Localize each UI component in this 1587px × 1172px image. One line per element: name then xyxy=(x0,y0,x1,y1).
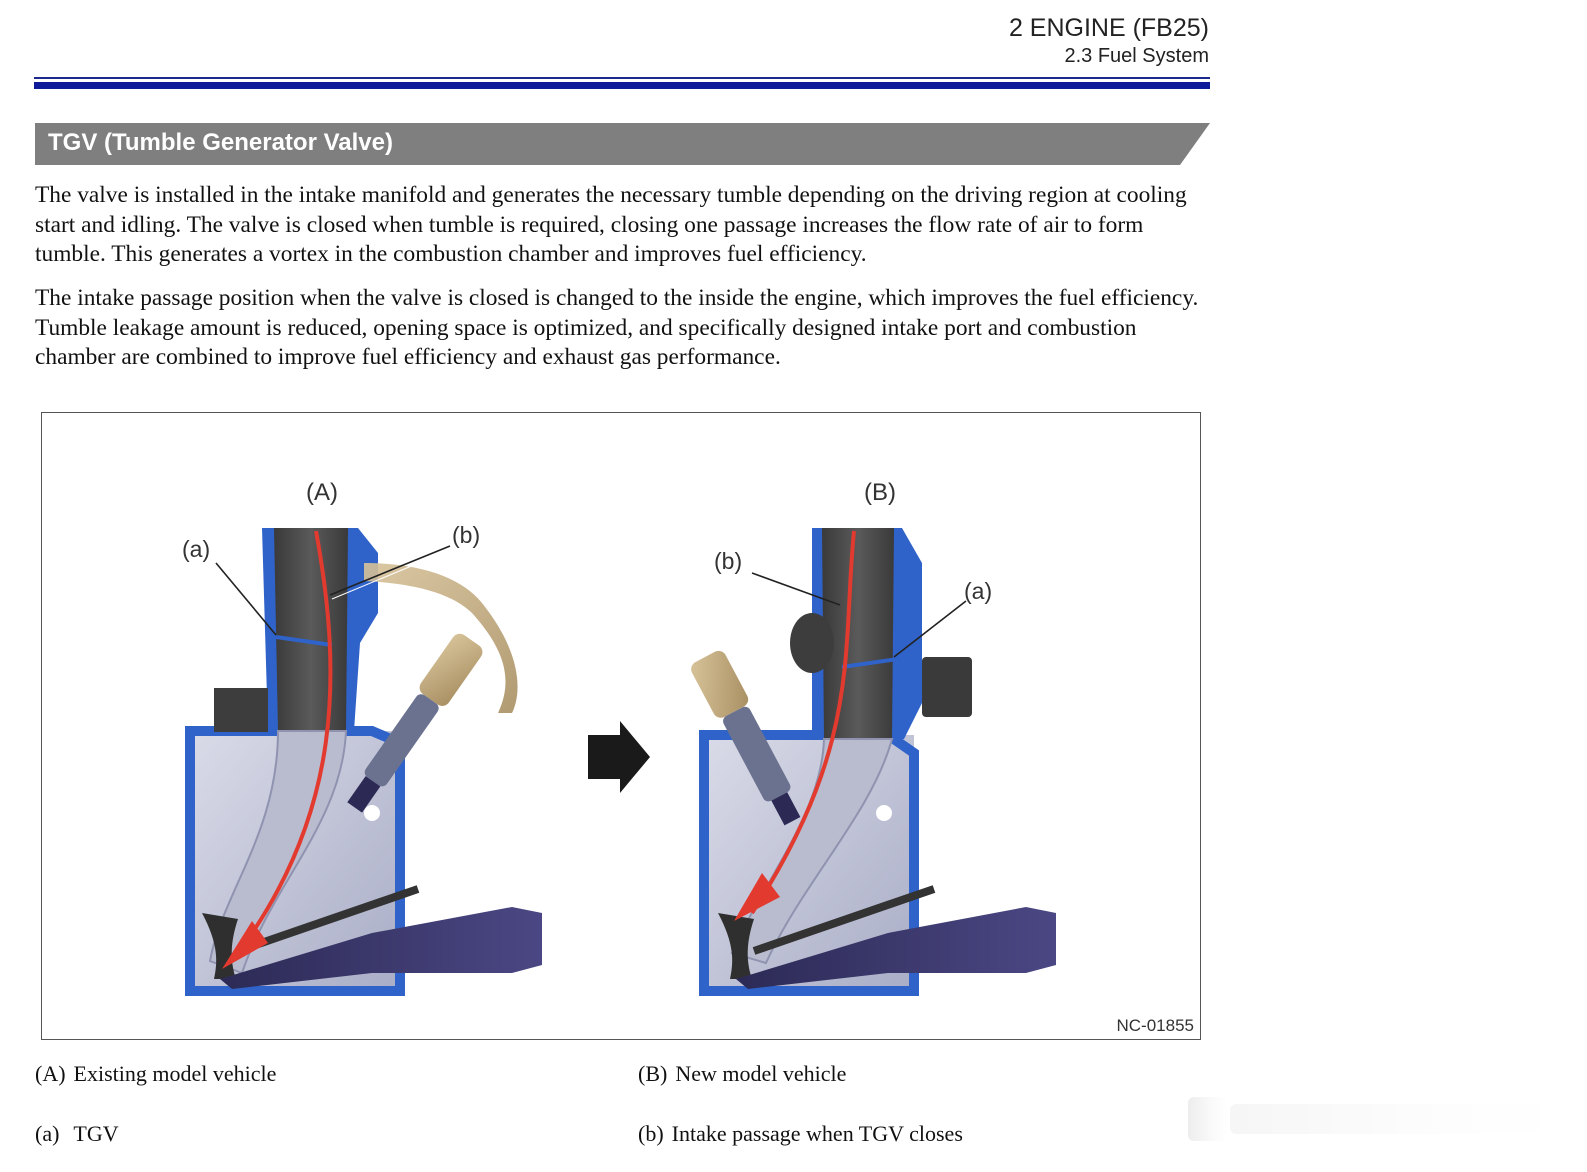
panel-a-callout-tgv: (a) xyxy=(182,536,211,562)
scan-artifact xyxy=(1188,1097,1228,1141)
chapter-title: 2 ENGINE (FB25) xyxy=(1008,14,1209,42)
transition-arrow xyxy=(588,721,650,793)
panel-b-callout-tgv: (a) xyxy=(964,578,993,604)
paragraph-2: The intake passage position when the val… xyxy=(35,285,1199,370)
legend-key: (B) xyxy=(638,1061,668,1086)
legend-item-b-upper: (B) New model vehicle xyxy=(638,1061,846,1087)
legend-key: (b) xyxy=(638,1121,664,1146)
legend-text: New model vehicle xyxy=(675,1061,847,1086)
paragraph-1: The valve is installed in the intake man… xyxy=(35,182,1187,267)
panel-b-label: (B) xyxy=(864,479,896,506)
scan-artifact xyxy=(1230,1104,1560,1134)
legend-text: Intake passage when TGV closes xyxy=(671,1121,963,1146)
legend-text: Existing model vehicle xyxy=(73,1061,277,1086)
panel-a-callout-passage: (b) xyxy=(452,522,481,548)
legend-item-b-lower: (b) Intake passage when TGV closes xyxy=(638,1121,963,1147)
engine-illustration xyxy=(185,528,1056,996)
section-banner: TGV (Tumble Generator Valve) xyxy=(35,123,1210,165)
panel-a-drawing xyxy=(185,528,542,996)
banner-shape xyxy=(35,123,1210,165)
legend-key: (A) xyxy=(35,1061,66,1086)
figure-code: NC-01855 xyxy=(1116,1016,1195,1035)
legend-text: TGV xyxy=(73,1121,119,1146)
legend-item-a-lower: (a) TGV xyxy=(35,1121,119,1147)
section-title: 2.3 Fuel System xyxy=(1064,45,1209,67)
legend-key: (a) xyxy=(35,1121,60,1146)
panel-b-callout-passage: (b) xyxy=(714,548,743,574)
legend-item-a-upper: (A) Existing model vehicle xyxy=(35,1061,276,1087)
header-rule-thick xyxy=(34,82,1210,89)
panel-b-drawing xyxy=(691,528,1056,996)
panel-a-label: (A) xyxy=(306,479,338,506)
tgv-figure: (A) (B) (a) (b) (b) (a) NC-01855 xyxy=(41,412,1201,1040)
banner-title: TGV (Tumble Generator Valve) xyxy=(48,129,393,156)
header-rule-thin xyxy=(34,77,1210,79)
